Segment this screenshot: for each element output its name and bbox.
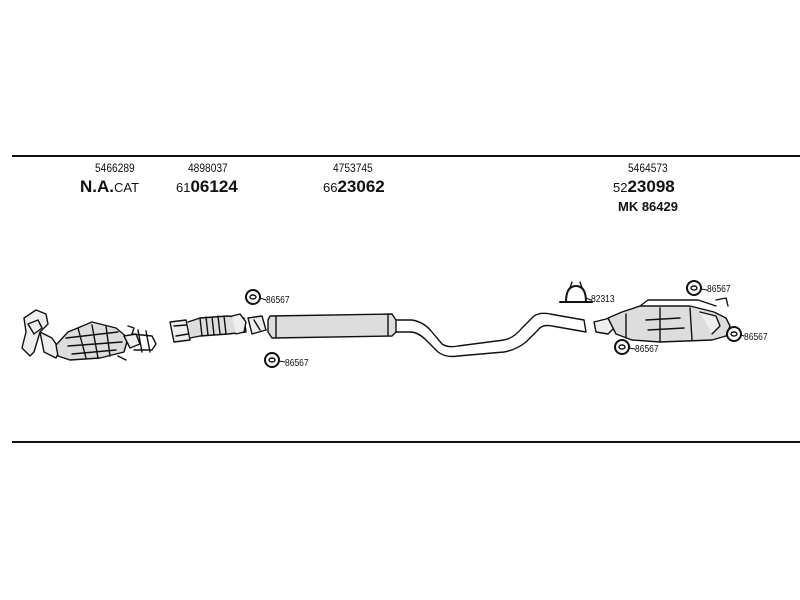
bottom-divider (12, 441, 800, 443)
mount-front-upper-icon (245, 289, 261, 305)
mount-front-lower-label: 86567 (285, 358, 309, 369)
mount-front-lower-icon (264, 352, 280, 368)
part-2-oe-number: 4898037 (188, 161, 228, 175)
part-4-kit-number: MK 86429 (618, 199, 678, 214)
mount-rear-right-label: 86567 (744, 332, 768, 343)
part-4-oe-number: 5464573 (628, 161, 668, 175)
mount-rear-lower-icon (614, 339, 630, 355)
part-2-code-main: 06124 (190, 177, 238, 196)
rear-silencer (593, 297, 731, 343)
part-3-code-prefix: 66 (323, 180, 338, 195)
clamp-label: 82313 (591, 294, 615, 305)
part-1-code: N.A.CAT (80, 178, 139, 196)
part-3-oe-number: 4753745 (333, 161, 373, 175)
part-4-code-main: 23098 (627, 177, 675, 196)
mount-rear-upper-icon (686, 280, 702, 296)
part-1-oe-number: 5466289 (95, 161, 135, 175)
clamp-icon (559, 281, 593, 303)
part-3-code-main: 23062 (337, 177, 385, 196)
part-1-code-suffix: CAT (114, 180, 140, 195)
part-2-code: 6106124 (176, 178, 238, 196)
part-4-code-prefix: 52 (613, 180, 628, 195)
part-4-code: 5223098 (613, 178, 675, 196)
front-pipe (169, 313, 247, 343)
part-3-code: 6623062 (323, 178, 385, 196)
part-2-code-prefix: 61 (176, 180, 191, 195)
top-divider (12, 155, 800, 157)
part-1-code-prefix: N.A. (80, 177, 114, 196)
catalytic-converter (21, 309, 157, 361)
mount-front-upper-label: 86567 (266, 295, 290, 306)
mount-rear-lower-label: 86567 (635, 344, 659, 355)
middle-silencer (247, 312, 587, 358)
mount-rear-upper-label: 86567 (707, 284, 731, 295)
mount-rear-right-icon (726, 326, 742, 342)
